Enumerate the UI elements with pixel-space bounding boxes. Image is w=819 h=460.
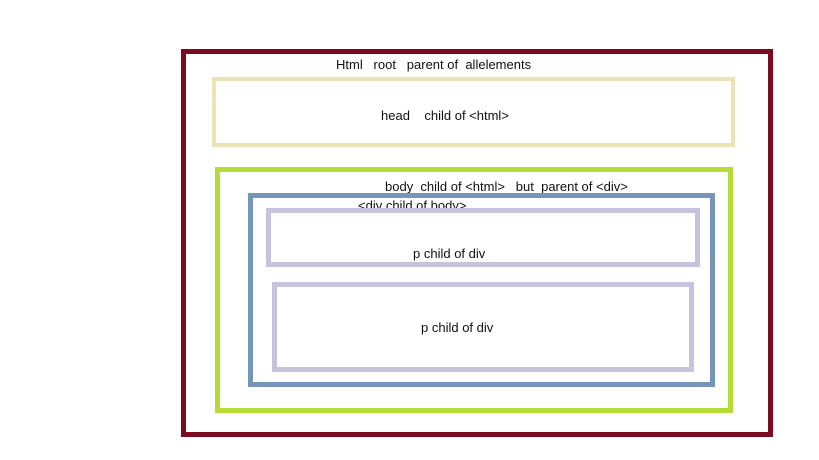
html-root-label: Html root parent of allelements — [336, 57, 532, 72]
body-box — [215, 167, 733, 413]
head-label: head child of <html> — [381, 108, 509, 123]
paragraph-box-2 — [272, 282, 694, 372]
head-box — [212, 77, 735, 147]
paragraph-label-2: p child of div — [421, 320, 494, 335]
html-root-box — [181, 49, 773, 437]
paragraph-box-1 — [266, 208, 700, 267]
paragraph-label-1: p child of div — [413, 246, 486, 261]
body-label: body child of <html> but parent of <div> — [385, 179, 628, 194]
div-box — [248, 193, 715, 387]
